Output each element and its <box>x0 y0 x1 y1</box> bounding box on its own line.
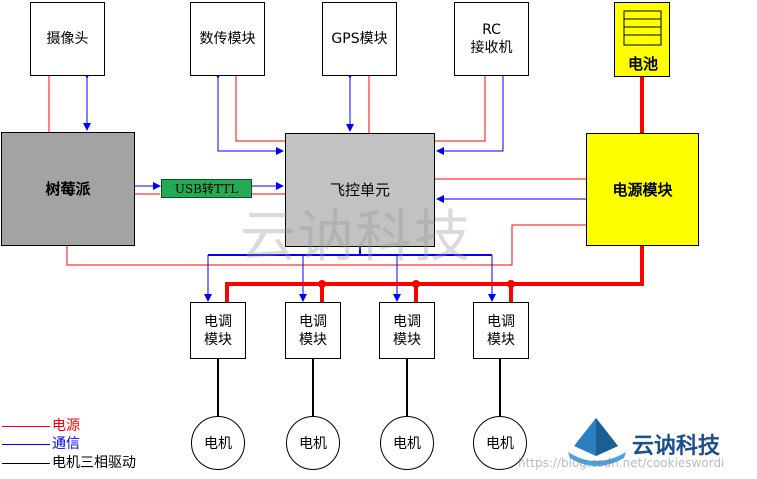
usb-ttl-label: USB转TTL <box>174 181 239 196</box>
esc-label-line2: 模块 <box>299 331 327 348</box>
battery-box: 电池 <box>614 2 670 77</box>
esc-module-3: 电调 模块 <box>379 302 435 359</box>
esc-label-line1: 电调 <box>393 313 421 330</box>
watermark: 云讷科技 <box>240 205 472 270</box>
battery-icon <box>623 10 662 46</box>
camera-box: 摄像头 <box>30 2 105 76</box>
raspberry-pi-label: 树莓派 <box>45 180 91 198</box>
gps-label: GPS模块 <box>331 31 388 47</box>
gps-box: GPS模块 <box>322 2 397 76</box>
motor-4: 电机 <box>473 416 527 470</box>
motor-label: 电机 <box>486 436 514 452</box>
legend-drive-swatch <box>2 463 50 464</box>
usb-ttl-box: USB转TTL <box>161 179 252 198</box>
power-module-box: 电源模块 <box>586 133 699 246</box>
motor-label: 电机 <box>299 436 327 452</box>
rc-label-line2: 接收机 <box>470 40 513 56</box>
power-module-label: 电源模块 <box>612 180 673 199</box>
boat-logo-icon <box>568 418 626 466</box>
rc-power-wire <box>435 76 486 142</box>
legend-comm-label: 通信 <box>52 436 80 452</box>
pm-rpi-power-wire <box>66 224 586 266</box>
legend-comm-swatch <box>2 444 50 445</box>
esc-module-2: 电调 模块 <box>285 302 341 359</box>
battery-label: 电池 <box>627 55 658 73</box>
rc-comm-wire <box>436 76 504 155</box>
data-radio-label: 数传模块 <box>199 31 256 47</box>
motor-1: 电机 <box>191 416 245 470</box>
motor-2: 电机 <box>286 416 340 470</box>
rc-receiver-box: RC 接收机 <box>454 2 529 76</box>
esc-module-1: 电调 模块 <box>190 302 246 359</box>
motor-3: 电机 <box>380 416 434 470</box>
legend-power-swatch <box>2 426 50 427</box>
junction-dot <box>412 280 420 288</box>
junction-dot <box>507 280 515 288</box>
esc-label-line2: 模块 <box>487 331 515 348</box>
motor-label: 电机 <box>204 436 232 452</box>
flight-controller-box: 飞控单元 <box>285 133 435 247</box>
data-radio-box: 数传模块 <box>190 2 265 76</box>
esc-module-4: 电调 模块 <box>473 302 529 359</box>
legend-drive-label: 电机三相驱动 <box>52 455 136 471</box>
rc-label-line1: RC <box>482 22 501 38</box>
junction-dot <box>318 280 326 288</box>
flight-controller-label: 飞控单元 <box>329 181 390 199</box>
raspberry-pi-box: 树莓派 <box>1 132 135 246</box>
esc-label-line2: 模块 <box>393 331 421 348</box>
esc-label-line2: 模块 <box>204 331 232 348</box>
pm-esc-power-bus <box>225 246 644 302</box>
legend-power-label: 电源 <box>52 418 80 434</box>
esc-label-line1: 电调 <box>204 313 232 330</box>
esc-label-line1: 电调 <box>487 313 515 330</box>
esc-label-line1: 电调 <box>299 313 327 330</box>
logo-text: 云讷科技 <box>632 434 721 459</box>
camera-label: 摄像头 <box>46 31 89 47</box>
motor-label: 电机 <box>393 436 421 452</box>
data-radio-power-wire <box>235 76 285 142</box>
source-url: https://blog.csdn.net/cookieswordi <box>518 456 725 470</box>
data-radio-comm-wire <box>214 71 284 155</box>
